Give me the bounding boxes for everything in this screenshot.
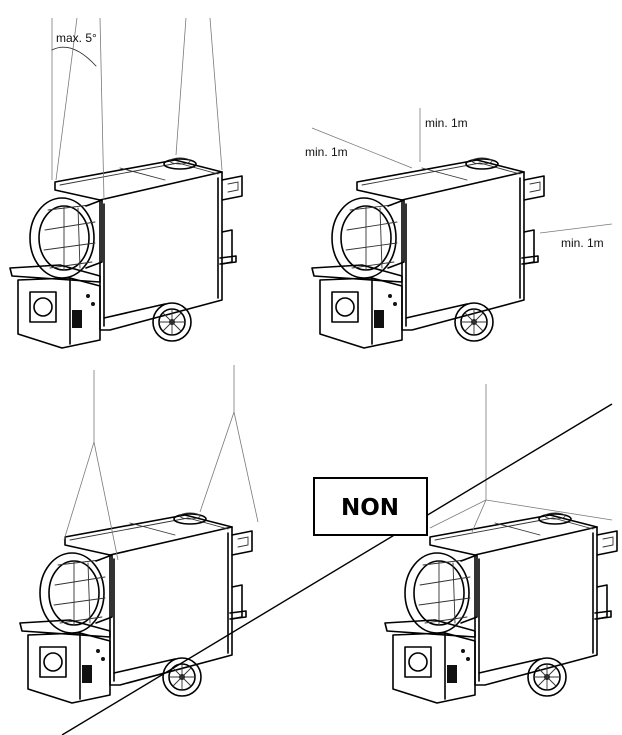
clearance-label-top: min. 1m [425, 116, 468, 130]
single-wire [471, 384, 613, 533]
clearance-line-rear [311, 127, 413, 169]
heater-unit-2 [311, 157, 545, 349]
clearance-line-side [539, 223, 613, 234]
panel-clearance: min. 1m min. 1m min. 1m [305, 108, 613, 349]
tilt-label: max. 5° [56, 31, 97, 45]
panel-suspension-wrong [384, 384, 618, 704]
heater-unit-3 [19, 512, 253, 704]
panel-max-tilt: max. 5° [9, 17, 243, 349]
strike-line [61, 403, 613, 735]
panel-suspension-correct [19, 365, 259, 704]
non-label: NON [341, 495, 399, 521]
tilt-angle-arc [51, 46, 97, 67]
clearance-label-side: min. 1m [561, 236, 604, 250]
chain-right [199, 365, 259, 523]
heater-unit-1 [9, 157, 243, 349]
tilted-wire [55, 17, 78, 181]
heater-unit-4 [384, 512, 618, 704]
suspension-wire [99, 17, 105, 201]
chain-left [63, 370, 119, 561]
clearance-label-rear: min. 1m [305, 145, 348, 159]
non-badge: NON [313, 477, 428, 536]
